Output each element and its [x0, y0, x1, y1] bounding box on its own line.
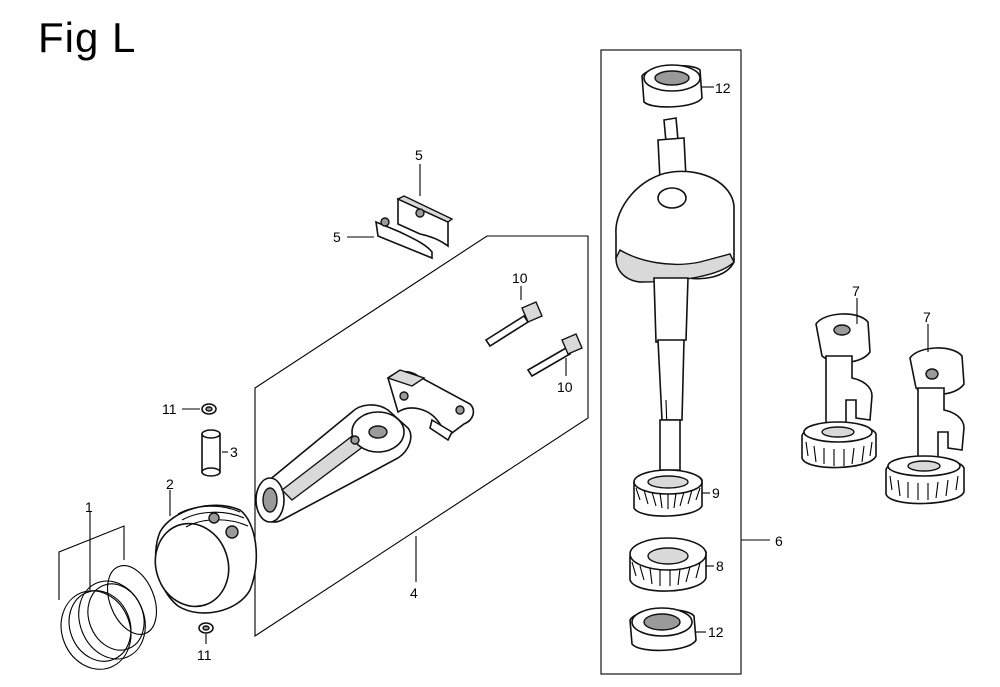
callout-8: 8: [716, 558, 724, 574]
callout-11a: 11: [162, 401, 177, 417]
connecting-rod-group-outline: [254, 235, 589, 638]
piston-pin-part: [201, 429, 221, 477]
ring-group-bracket: [58, 525, 125, 600]
crankshaft-assembly-a-part: [801, 313, 877, 469]
connecting-rod-part: [255, 404, 412, 523]
circlip-bottom-part: [198, 622, 214, 634]
callout-6: 6: [775, 533, 783, 549]
callout-3: 3: [230, 444, 238, 460]
callout-7b: 7: [923, 309, 931, 325]
crank-gear-part: [633, 469, 703, 517]
callout-1: 1: [85, 499, 93, 515]
rod-bolt-b: [526, 333, 583, 378]
crankshaft-assembly-b-part: [885, 347, 965, 505]
callout-10a: 10: [512, 270, 528, 286]
callout-5b: 5: [333, 229, 341, 245]
crankshaft-group-outline: [600, 49, 742, 675]
callout-12a: 12: [715, 80, 731, 96]
bearing-shell-part: [375, 195, 454, 260]
figure-title: Fig L: [38, 14, 137, 61]
piston-part: [154, 504, 258, 614]
rod-cap-part: [386, 369, 475, 442]
callout-2: 2: [166, 476, 174, 492]
callout-7a: 7: [852, 283, 860, 299]
main-bearing-top-part: [641, 64, 703, 108]
piston-rings-part: [60, 565, 158, 670]
callout-4: 4: [410, 585, 418, 601]
crankshaft-part: [615, 117, 735, 471]
callout-9: 9: [712, 485, 720, 501]
callout-11b: 11: [197, 647, 212, 663]
callout-12b: 12: [708, 624, 724, 640]
callout-10b: 10: [557, 379, 573, 395]
callout-5a: 5: [415, 147, 423, 163]
main-bearing-bottom-part: [629, 607, 697, 652]
circlip-top-part: [201, 403, 217, 415]
rod-bolt-a: [484, 301, 543, 348]
balancer-gear-part: [629, 537, 707, 592]
